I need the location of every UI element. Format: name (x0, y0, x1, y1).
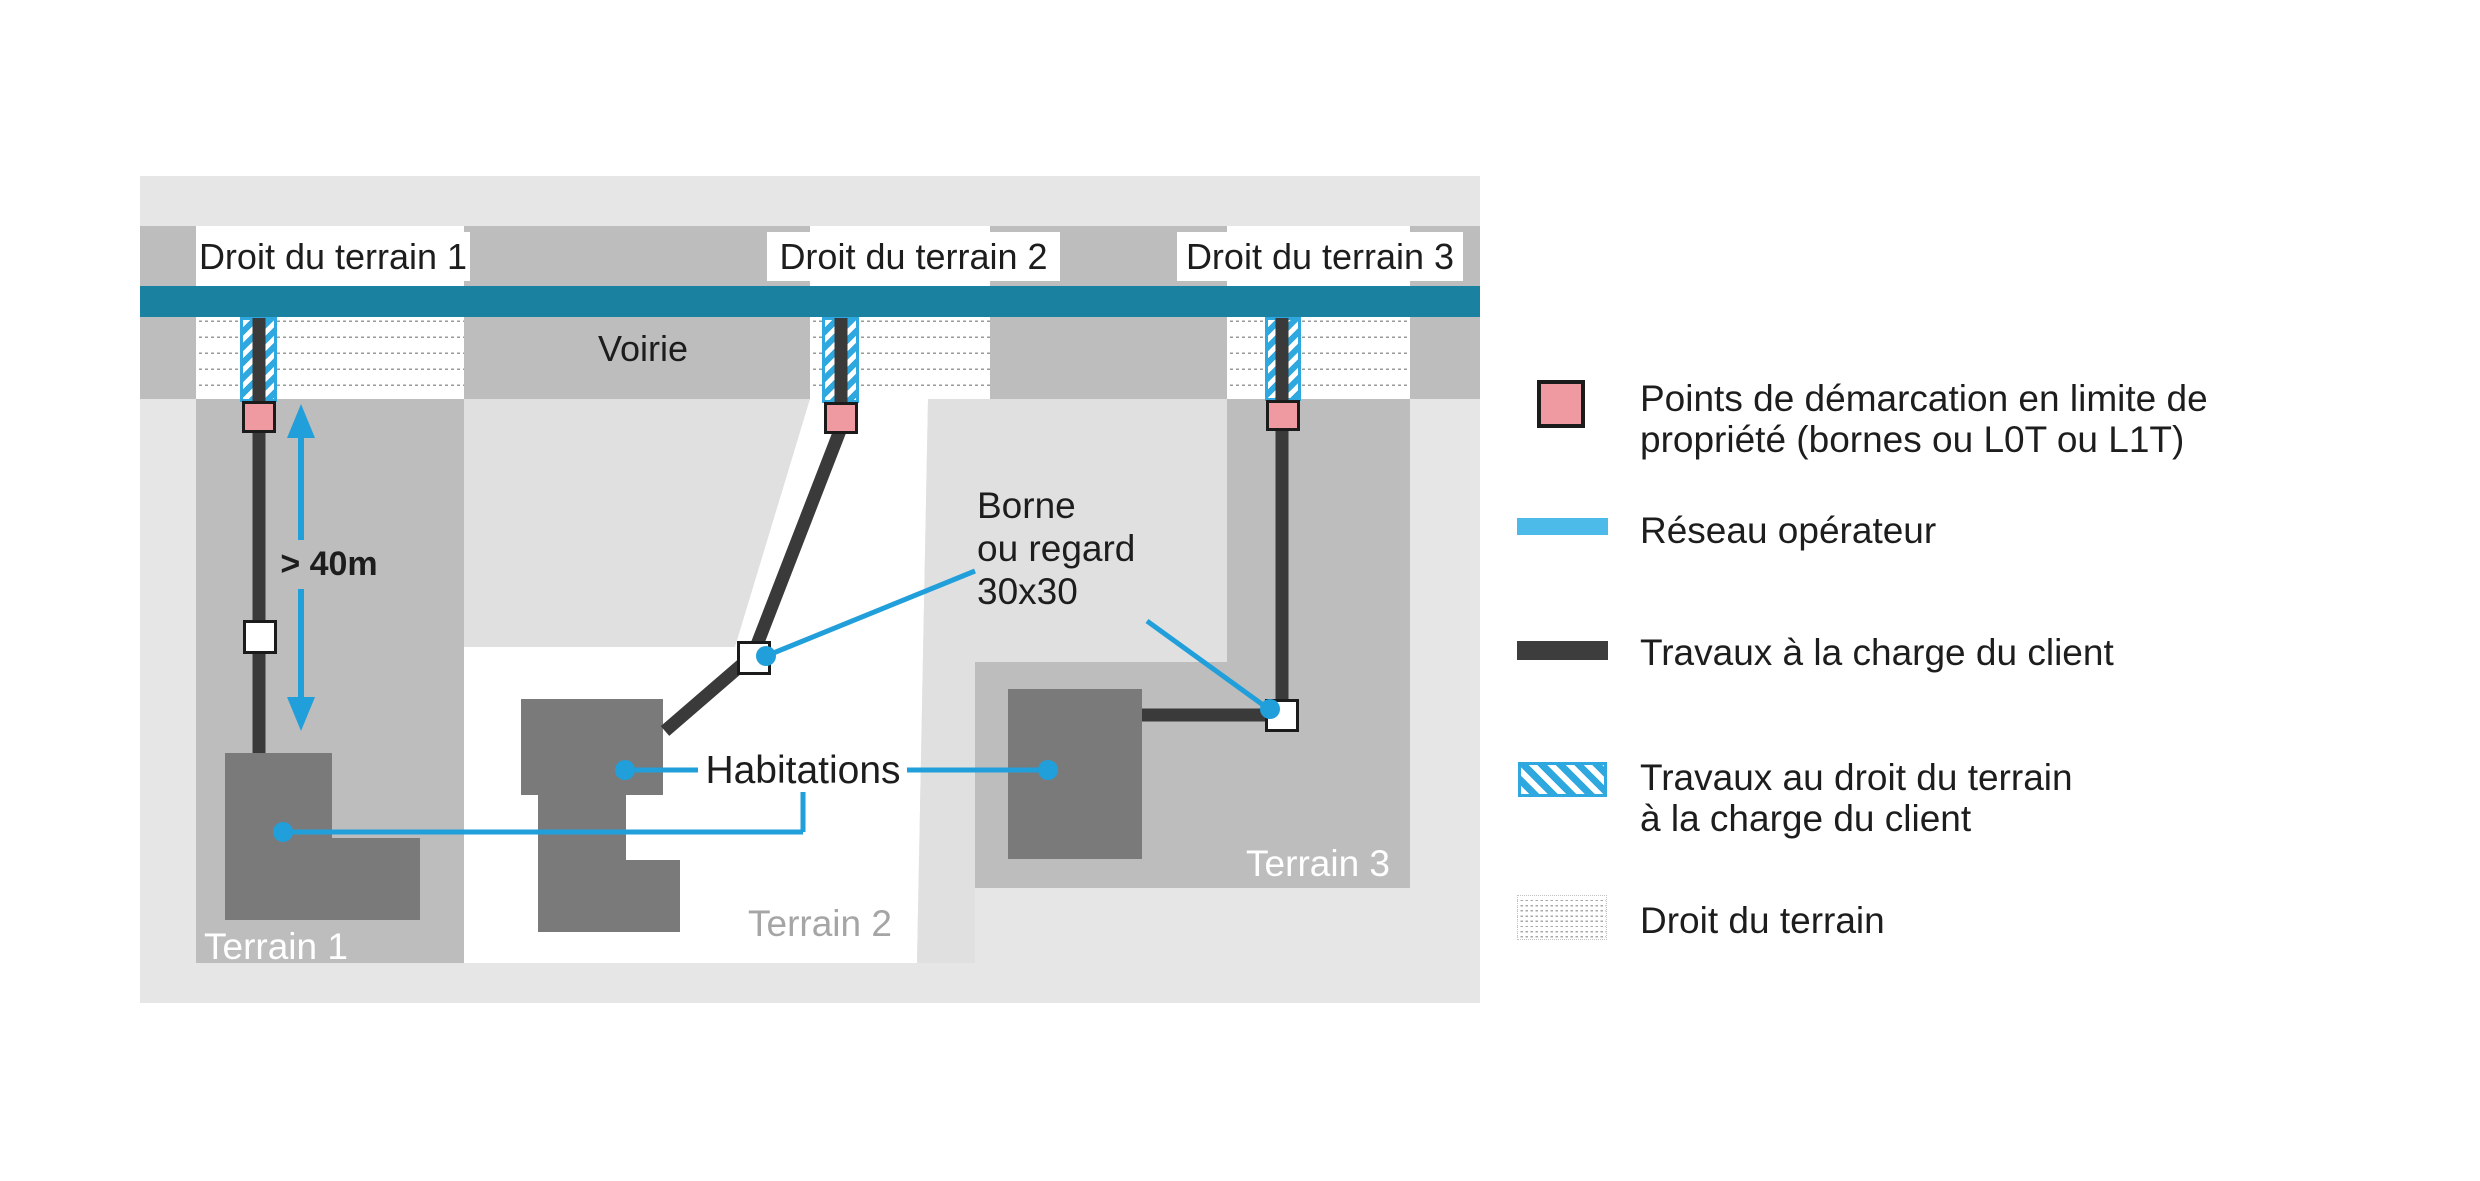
legend-demarcation-label: Points de démarcation en limite de propr… (1640, 378, 2208, 460)
legend-client-works-label: Travaux à la charge du client (1640, 632, 2114, 673)
terrain-2-label: Terrain 2 (748, 903, 892, 944)
legend-frontage-works-label: Travaux au droit du terrain à la charge … (1640, 757, 2073, 839)
demarcation-point-3 (1266, 400, 1300, 431)
borne-terrain-1 (243, 620, 277, 654)
annotation-dot-borne-2 (756, 646, 776, 666)
label-droit-terrain-2: Droit du terrain 2 (767, 232, 1060, 281)
annotation-dot-habitation-3 (1038, 760, 1058, 780)
legend-demarcation-swatch (1537, 380, 1585, 428)
legend-right-of-way-label: Droit du terrain (1640, 900, 1885, 941)
distance-label: > 40m (280, 545, 378, 583)
legend-client-works-swatch (1517, 641, 1608, 660)
annotation-dot-habitation-1 (273, 822, 293, 842)
borne-label: Borne ou regard 30x30 (977, 485, 1136, 612)
legend-operator-network-label: Réseau opérateur (1640, 510, 1937, 551)
label-droit-terrain-1: Droit du terrain 1 (196, 232, 470, 281)
terrain-1-label: Terrain 1 (204, 926, 348, 967)
street-label: Voirie (597, 328, 689, 369)
annotation-dot-borne-3 (1260, 699, 1280, 719)
annotation-dot-habitation-2 (615, 760, 635, 780)
legend-right-of-way-swatch (1517, 895, 1607, 940)
demarcation-point-2 (824, 402, 858, 434)
building-terrain-2 (521, 699, 680, 932)
habitations-label: Habitations (705, 749, 901, 792)
legend-operator-network-swatch (1517, 518, 1608, 535)
operator-network-bar (140, 286, 1480, 317)
terrain-3-label: Terrain 3 (1246, 843, 1390, 884)
building-terrain-1 (225, 753, 420, 920)
legend-frontage-works-swatch (1518, 762, 1607, 797)
building-terrain-3 (1008, 689, 1142, 859)
demarcation-point-1 (242, 401, 276, 433)
label-droit-terrain-3: Droit du terrain 3 (1177, 232, 1463, 281)
